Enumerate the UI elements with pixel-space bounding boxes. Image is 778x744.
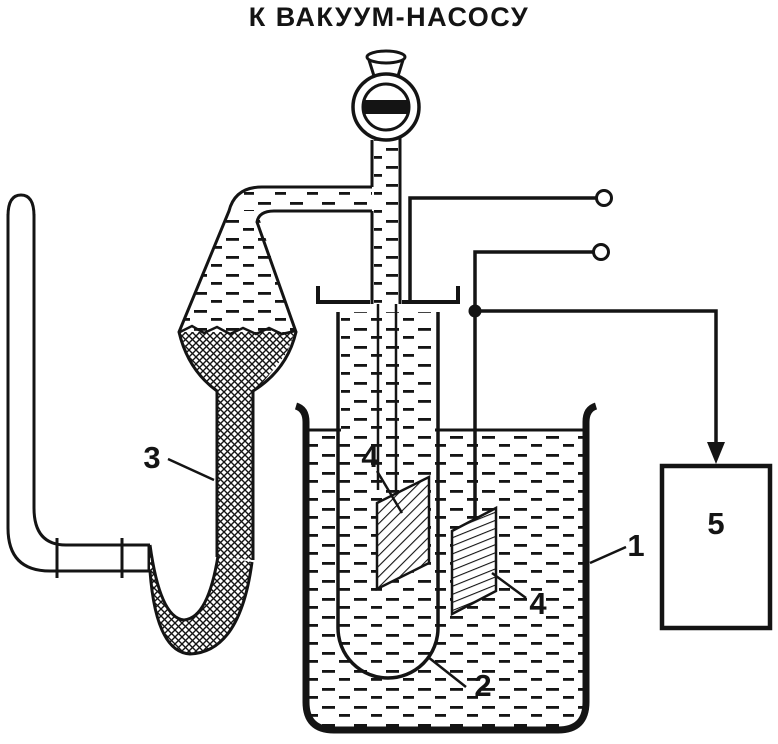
wiring [408,189,725,518]
funnel-left-outline [177,185,372,557]
callout-line-1 [589,545,627,565]
inlet-mouth [365,49,407,65]
callout-line-2 [427,656,467,688]
test-tube [316,286,460,680]
electrode-right [450,505,498,617]
label-vessel: 2 [474,668,491,703]
manometer-scale-marks [55,538,151,578]
device-box-label: 5 [707,506,724,541]
callout-line-4-right [491,571,527,600]
terminal-lower [592,243,610,261]
vacuum-line [365,49,407,490]
branch-tube-fill [244,189,372,211]
central-tube-walls [370,138,402,304]
electrode-right-plate [450,505,498,617]
stopcock-valve [351,72,421,142]
stopcock-plug [364,100,408,114]
label-electrode-left: 4 [361,439,379,474]
test-tube-fill [341,312,435,675]
device-box: 5 [659,463,773,631]
trap-mercury-fill [150,546,252,654]
diagram-title: К ВАКУУМ-НАСОСУ [249,2,529,32]
label-beaker: 1 [627,528,644,563]
funnel-mercury-fill [180,332,295,394]
manometer-u-tube [6,193,151,578]
electrode-left [375,474,431,592]
mercury-surface-line [179,324,296,336]
electrode-left-plate [375,474,431,592]
arrow-down-icon [707,442,725,464]
funnel-liquid-fill [180,212,295,331]
funnel-right-outline [251,209,372,560]
callout-line-3 [167,457,215,482]
central-tube-fill [374,140,398,304]
terminal-upper [595,189,613,207]
device-box-outline [659,463,773,631]
callout-line-4-left [375,470,404,514]
trap-outer-outline [148,561,254,656]
trap-inner-outline [148,544,220,622]
manometer-cap [6,193,36,217]
label-electrode-right: 4 [529,586,547,621]
test-tube-flange [316,286,460,304]
wire-to-device [475,309,718,449]
funnel-reservoir [148,185,372,656]
test-tube-walls [336,312,440,680]
stem-mercury-fill [217,392,253,560]
inlet-neck [367,59,405,77]
inner-tube-walls [376,304,398,490]
manometer-left-wall [6,214,150,573]
callouts: 3 4 4 1 2 [143,439,644,703]
manometer-inner-wall [32,214,150,547]
wire-upper [408,196,596,300]
label-manometer-tube: 3 [143,440,160,475]
wire-lower [473,250,593,518]
beaker-wall-outline [294,402,598,734]
